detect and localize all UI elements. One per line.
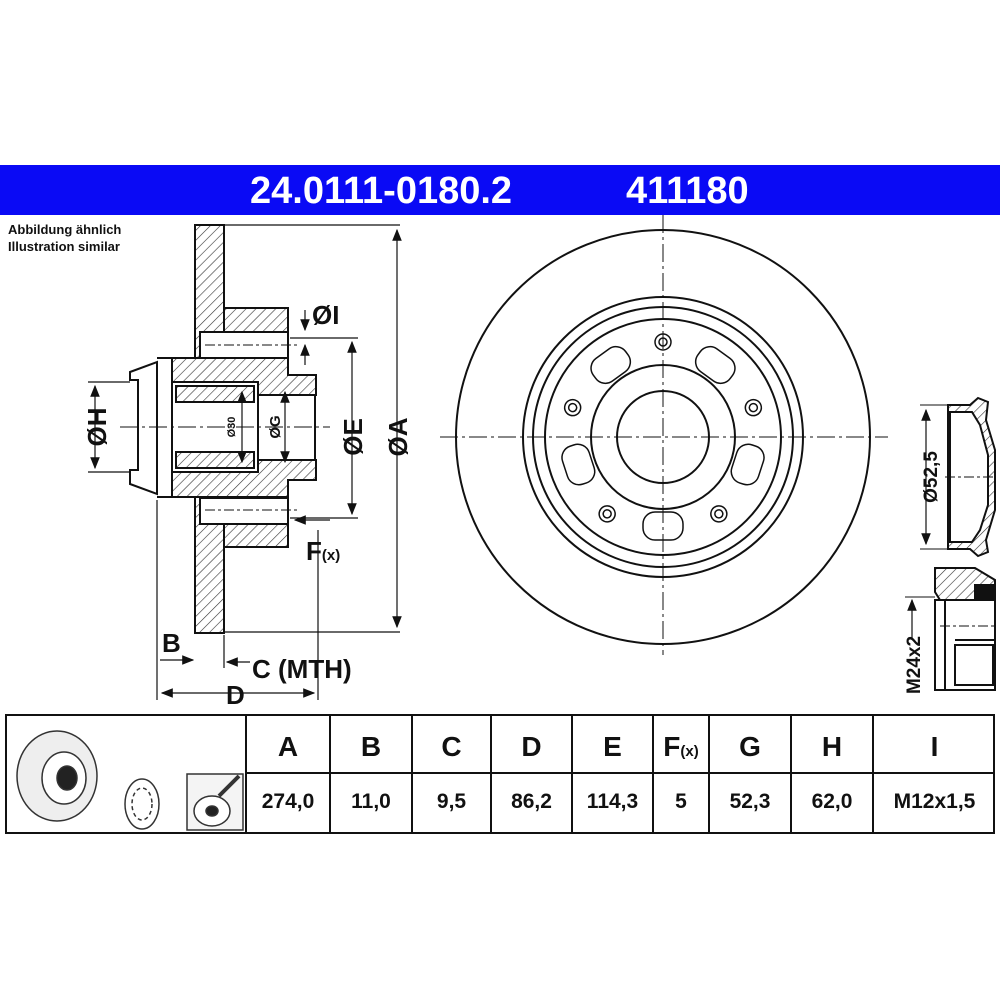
illustration-note: Abbildung ähnlich Illustration similar <box>8 221 121 255</box>
label-dia-e: ØE <box>338 418 368 456</box>
column-value-c: 9,5 <box>411 774 490 832</box>
column-header-g: G <box>708 716 790 774</box>
column-value-h: 62,0 <box>790 774 872 832</box>
label-nut-thread: M24x2 <box>904 636 925 694</box>
column-value-g: 52,3 <box>708 774 790 832</box>
section-view <box>129 224 317 634</box>
column-header-i: I <box>872 716 995 774</box>
reference-number: 411180 <box>626 170 749 212</box>
column-header-d: D <box>490 716 571 774</box>
column-header-b: B <box>329 716 411 774</box>
dimension-lines <box>88 224 402 700</box>
column-header-a: A <box>245 716 329 774</box>
column-header-h: H <box>790 716 872 774</box>
dust-cap-drawing: Ø52,5 <box>920 396 996 558</box>
technical-drawing: ØI ØH Ø30 ØG ØE ØA F(x) B C (MTH) D <box>82 215 996 710</box>
label-dia-i: ØI <box>312 300 339 330</box>
column-value-d: 86,2 <box>490 774 571 832</box>
label-dia-a: ØA <box>383 417 413 456</box>
bolt-holes <box>563 333 763 523</box>
part-number: 24.0111-0180.2 <box>250 170 513 212</box>
note-de: Abbildung ähnlich <box>8 222 122 237</box>
column-header-c: C <box>411 716 490 774</box>
label-cap-dia: Ø52,5 <box>921 451 942 503</box>
brake-disc-icon <box>16 730 98 822</box>
disc-front-view <box>440 215 888 655</box>
label-b: B <box>162 628 181 658</box>
title-bar: 24.0111-0180.2 411180 <box>0 165 1000 215</box>
grease-icon <box>186 773 244 831</box>
dimension-labels: ØI ØH Ø30 ØG ØE ØA F(x) B C (MTH) D <box>82 300 413 710</box>
label-dia-g: ØG <box>267 415 284 438</box>
column-value-b: 11,0 <box>329 774 411 832</box>
label-c: C (MTH) <box>252 654 352 684</box>
column-value-e: 114,3 <box>571 774 652 832</box>
column-value-a: 274,0 <box>245 774 329 832</box>
label-dia-h: ØH <box>82 408 112 447</box>
product-icons <box>16 730 244 831</box>
label-d: D <box>226 680 245 710</box>
column-value-f: 5 <box>652 774 708 832</box>
label-f: F(x) <box>306 536 340 566</box>
column-header-f: F(x) <box>652 716 708 774</box>
nut-drawing: M24x2 <box>904 567 996 694</box>
column-value-i: M12x1,5 <box>872 774 995 832</box>
bearing-icon <box>124 778 160 830</box>
column-header-e: E <box>571 716 652 774</box>
center-lines <box>120 344 330 511</box>
note-en: Illustration similar <box>8 239 120 254</box>
label-dia-30: Ø30 <box>226 417 238 438</box>
